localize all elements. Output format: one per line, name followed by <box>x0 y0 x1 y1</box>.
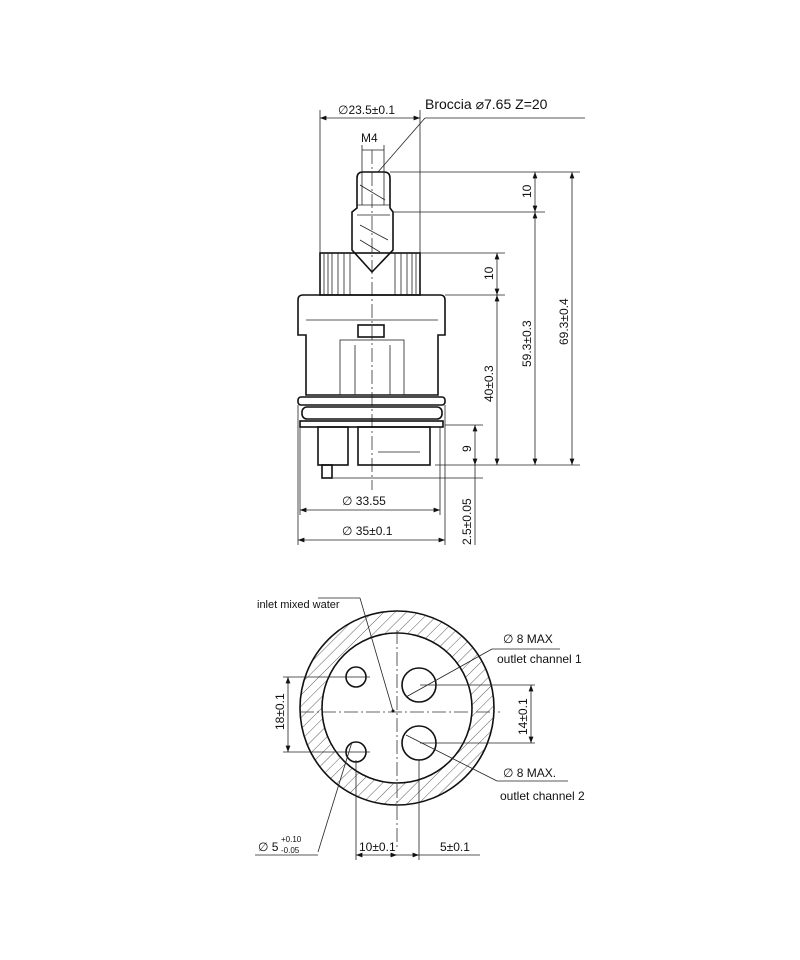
hole-dia: ∅ 5 <box>258 840 279 854</box>
knurled-cap <box>319 252 421 296</box>
outlet2-dia: ∅ 8 MAX. <box>503 766 556 780</box>
dimensions-bottom: inlet mixed water ∅ 8 MAX outlet channel… <box>255 597 585 860</box>
hole-tol-upper: +0.10 <box>281 835 302 844</box>
thread-label: M4 <box>361 131 378 145</box>
dia-inner-label: ∅ 33.55 <box>342 494 386 508</box>
outer-ring <box>299 610 495 806</box>
inlet-label: inlet mixed water <box>257 599 340 611</box>
stem <box>351 171 394 274</box>
dim-base: 9 <box>460 445 474 452</box>
dim-x2: 5±0.1 <box>440 840 470 854</box>
broach-label: Broccia ⌀7.65 Z=20 <box>425 96 548 112</box>
outlet2-label: outlet channel 2 <box>500 789 585 803</box>
dim-mid: 59.3±0.3 <box>520 320 534 367</box>
dim-stem: 10 <box>520 184 534 198</box>
side-view: ∅23.5±0.1 Broccia ⌀7.65 Z=20 M4 10 10 40… <box>297 96 585 545</box>
dim-left: 18±0.1 <box>273 693 287 730</box>
dim-body: 40±0.3 <box>482 365 496 402</box>
dim-right: 14±0.1 <box>516 698 530 735</box>
hole-tol-lower: -0.05 <box>281 846 300 855</box>
dia-outer-label: ∅ 35±0.1 <box>342 524 393 538</box>
dim-cap: 10 <box>482 266 496 280</box>
outlet1-label: outlet channel 1 <box>497 652 582 666</box>
cartridge-body <box>297 294 446 479</box>
bottom-view: inlet mixed water ∅ 8 MAX outlet channel… <box>255 597 585 860</box>
dim-total: 69.3±0.4 <box>557 298 571 345</box>
dim-pin: 2.5±0.05 <box>460 498 474 545</box>
outlet1-dia: ∅ 8 MAX <box>503 632 553 646</box>
dim-x1: 10±0.1 <box>359 840 396 854</box>
dia-top-label: ∅23.5±0.1 <box>338 103 395 117</box>
dimensions-side: ∅23.5±0.1 Broccia ⌀7.65 Z=20 M4 10 10 40… <box>297 96 585 545</box>
